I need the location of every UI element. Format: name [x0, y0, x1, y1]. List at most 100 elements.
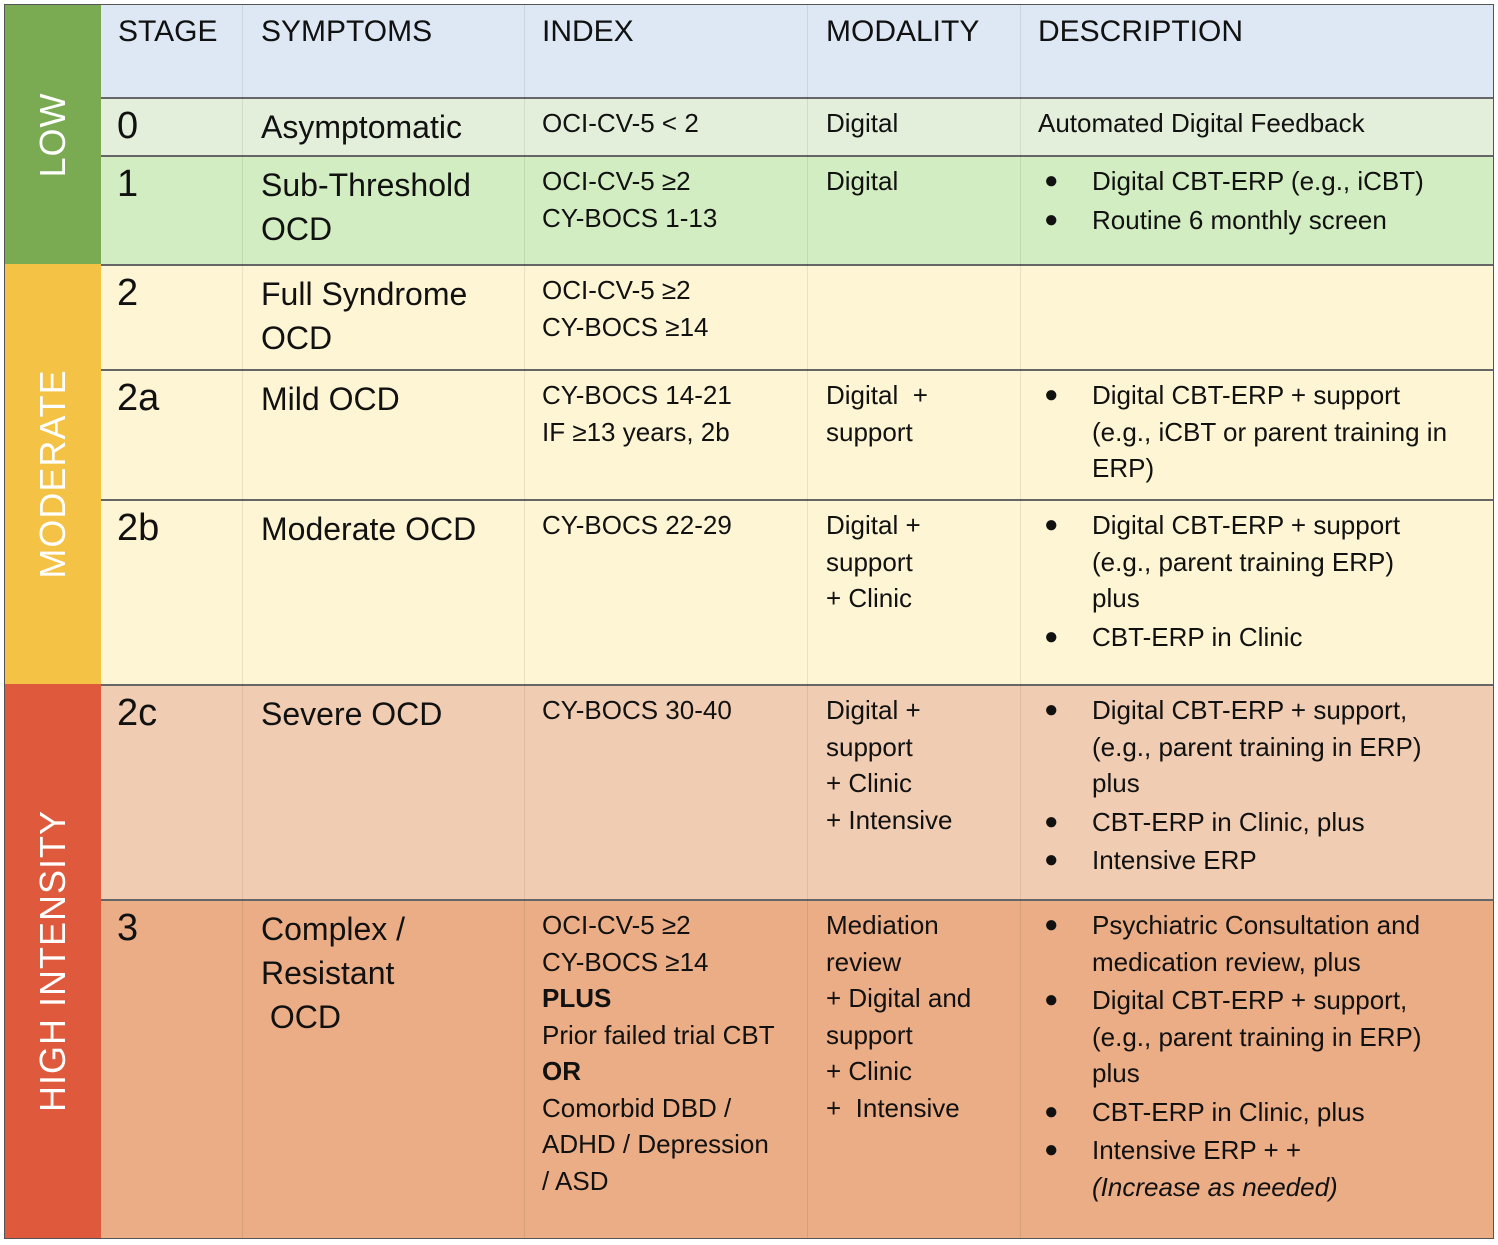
bullet-text: (e.g., parent training in ERP)	[1092, 731, 1422, 762]
bullet-dot-icon: ●	[1044, 1136, 1059, 1163]
symptom-line: Sub-Threshold	[261, 167, 471, 203]
bullet-item: ● Digital CBT-ERP + support (e.g., paren…	[1038, 507, 1483, 617]
bullet-text: ERP)	[1092, 453, 1155, 483]
bullet-item: ● Psychiatric Consultation and medicatio…	[1038, 907, 1483, 980]
index-cell: CY-BOCS 30-40	[524, 686, 807, 899]
modality-cell: Digital + support	[807, 371, 1020, 499]
index-cell: OCI-CV-5 ≥2 CY-BOCS ≥14	[524, 266, 807, 369]
index-line: IF ≥13 years, 2b	[542, 416, 730, 447]
stage-cell: 0	[117, 105, 139, 147]
bullet-dot-icon: ●	[1044, 846, 1059, 873]
symptom-line: OCD	[261, 320, 333, 356]
symptom-line: OCD	[261, 211, 333, 247]
bullet-item: ● Digital CBT-ERP + support, (e.g., pare…	[1038, 692, 1483, 802]
table-row-stage-2a: 2a Mild OCD CY-BOCS 14-21 IF ≥13 years, …	[101, 369, 1493, 499]
modality-line: + Intensive	[826, 804, 953, 835]
header-description: DESCRIPTION	[1038, 15, 1244, 48]
symptom-line: Complex /	[261, 911, 406, 947]
bullet-text: Digital CBT-ERP + support	[1092, 510, 1401, 540]
symptom-line: OCD	[261, 999, 341, 1035]
table-row-stage-3: 3 Complex / Resistant OCD OCI-CV-5 ≥2 CY…	[101, 899, 1493, 1238]
description-cell: ● Digital CBT-ERP + support (e.g., paren…	[1020, 501, 1493, 684]
bullet-item: ● Digital CBT-ERP + support (e.g., iCBT …	[1038, 377, 1483, 487]
table-row-stage-1: 1 Sub-Threshold OCD OCI-CV-5 ≥2 CY-BOCS …	[101, 155, 1493, 264]
index-line: OCI-CV-5 ≥2	[542, 275, 691, 305]
modality-line: + Intensive	[826, 1092, 960, 1123]
bullet-text: Digital CBT-ERP + support,	[1092, 695, 1408, 725]
modality-line: support	[826, 1019, 913, 1050]
index-line: CY-BOCS 22-29	[542, 510, 732, 540]
description-line: Automated Digital Feedback	[1038, 108, 1365, 138]
symptom-line: Mild OCD	[261, 381, 400, 417]
bullet-item: ● CBT-ERP in Clinic, plus	[1038, 1094, 1483, 1131]
description-cell: ● Psychiatric Consultation and medicatio…	[1020, 901, 1493, 1238]
bullet-dot-icon: ●	[1044, 696, 1059, 723]
bullet-text: Digital CBT-ERP (e.g., iCBT)	[1092, 166, 1424, 196]
symptoms-cell: Complex / Resistant OCD	[242, 901, 524, 1238]
index-cell: OCI-CV-5 ≥2 CY-BOCS 1-13	[524, 157, 807, 264]
modality-line: + Clinic	[826, 583, 912, 613]
bullet-dot-icon: ●	[1044, 622, 1059, 650]
description-cell: Automated Digital Feedback	[1020, 99, 1493, 155]
band-low-label: LOW	[32, 91, 73, 178]
band-moderate: MODERATE	[5, 264, 101, 684]
modality-line: support	[826, 416, 913, 447]
header-index: INDEX	[542, 15, 634, 48]
bullet-text-note: (Increase as needed)	[1092, 1171, 1338, 1202]
table-row-stage-2b: 2b Moderate OCD CY-BOCS 22-29 Digital + …	[101, 499, 1493, 684]
symptoms-cell: Mild OCD	[242, 371, 524, 499]
column-divider	[524, 5, 525, 1238]
modality-line: Mediation	[826, 910, 939, 940]
bullet-text: (e.g., parent training in ERP)	[1092, 1021, 1422, 1052]
index-line: CY-BOCS ≥14	[542, 946, 709, 977]
index-cell: OCI-CV-5 ≥2 CY-BOCS ≥14 PLUS Prior faile…	[524, 901, 807, 1238]
bullet-dot-icon: ●	[1044, 911, 1059, 938]
stage-cell: 2b	[117, 507, 160, 549]
bullet-item: ● Digital CBT-ERP + support, (e.g., pare…	[1038, 982, 1483, 1092]
index-line: Comorbid DBD /	[542, 1092, 732, 1123]
modality-cell: Digital	[807, 99, 1020, 155]
band-moderate-label: MODERATE	[32, 369, 73, 579]
table-row-stage-0: 0 Asymptomatic OCI-CV-5 < 2 Digital Auto…	[101, 97, 1493, 155]
band-high-intensity: HIGH INTENSITY	[5, 684, 101, 1238]
bullet-item: ● CBT-ERP in Clinic	[1038, 619, 1483, 656]
modality-line: Digital	[826, 108, 899, 138]
index-line: OCI-CV-5 ≥2	[542, 910, 691, 940]
index-line: / ASD	[542, 1165, 609, 1196]
band-high-label: HIGH INTENSITY	[32, 809, 73, 1113]
modality-line: + Clinic	[826, 1056, 912, 1086]
table-header: STAGE SYMPTOMS INDEX MODALITY DESCRIPTIO…	[101, 5, 1493, 97]
symptom-line: Resistant	[261, 955, 395, 991]
modality-line: support	[826, 546, 913, 577]
bullet-dot-icon: ●	[1044, 205, 1059, 233]
modality-line: review	[826, 946, 902, 977]
index-line-or: OR	[542, 1056, 581, 1086]
bullet-text: Intensive ERP + +	[1092, 1135, 1302, 1165]
description-cell: ● Digital CBT-ERP + support (e.g., iCBT …	[1020, 371, 1493, 499]
bullet-dot-icon: ●	[1044, 986, 1059, 1013]
column-divider	[1020, 5, 1021, 1238]
table-row-stage-2c: 2c Severe OCD CY-BOCS 30-40 Digital + su…	[101, 684, 1493, 899]
bullet-text: medication review, plus	[1092, 946, 1361, 977]
symptom-line: Full Syndrome	[261, 276, 468, 312]
symptom-line: Asymptomatic	[261, 109, 462, 145]
bullet-dot-icon: ●	[1044, 381, 1059, 408]
modality-line: Digital +	[826, 695, 921, 725]
bullet-item: ● Intensive ERP	[1038, 842, 1483, 879]
header-stage: STAGE	[118, 15, 218, 48]
modality-cell: Digital + support + Clinic	[807, 501, 1020, 684]
stage-cell: 2c	[117, 692, 158, 734]
index-line: CY-BOCS ≥14	[542, 311, 709, 342]
symptoms-cell: Full Syndrome OCD	[242, 266, 524, 369]
description-cell: ● Digital CBT-ERP + support, (e.g., pare…	[1020, 686, 1493, 899]
index-line-plus: PLUS	[542, 983, 612, 1013]
band-low: LOW	[5, 5, 101, 264]
index-cell: CY-BOCS 14-21 IF ≥13 years, 2b	[524, 371, 807, 499]
modality-cell: Mediation review + Digital and support +…	[807, 901, 1020, 1238]
index-line: OCI-CV-5 ≥2	[542, 166, 691, 196]
modality-line: Digital +	[826, 510, 921, 540]
symptom-line: Severe OCD	[261, 696, 443, 732]
symptoms-cell: Asymptomatic	[242, 99, 524, 155]
index-line: CY-BOCS 30-40	[542, 695, 732, 725]
symptoms-cell: Severe OCD	[242, 686, 524, 899]
